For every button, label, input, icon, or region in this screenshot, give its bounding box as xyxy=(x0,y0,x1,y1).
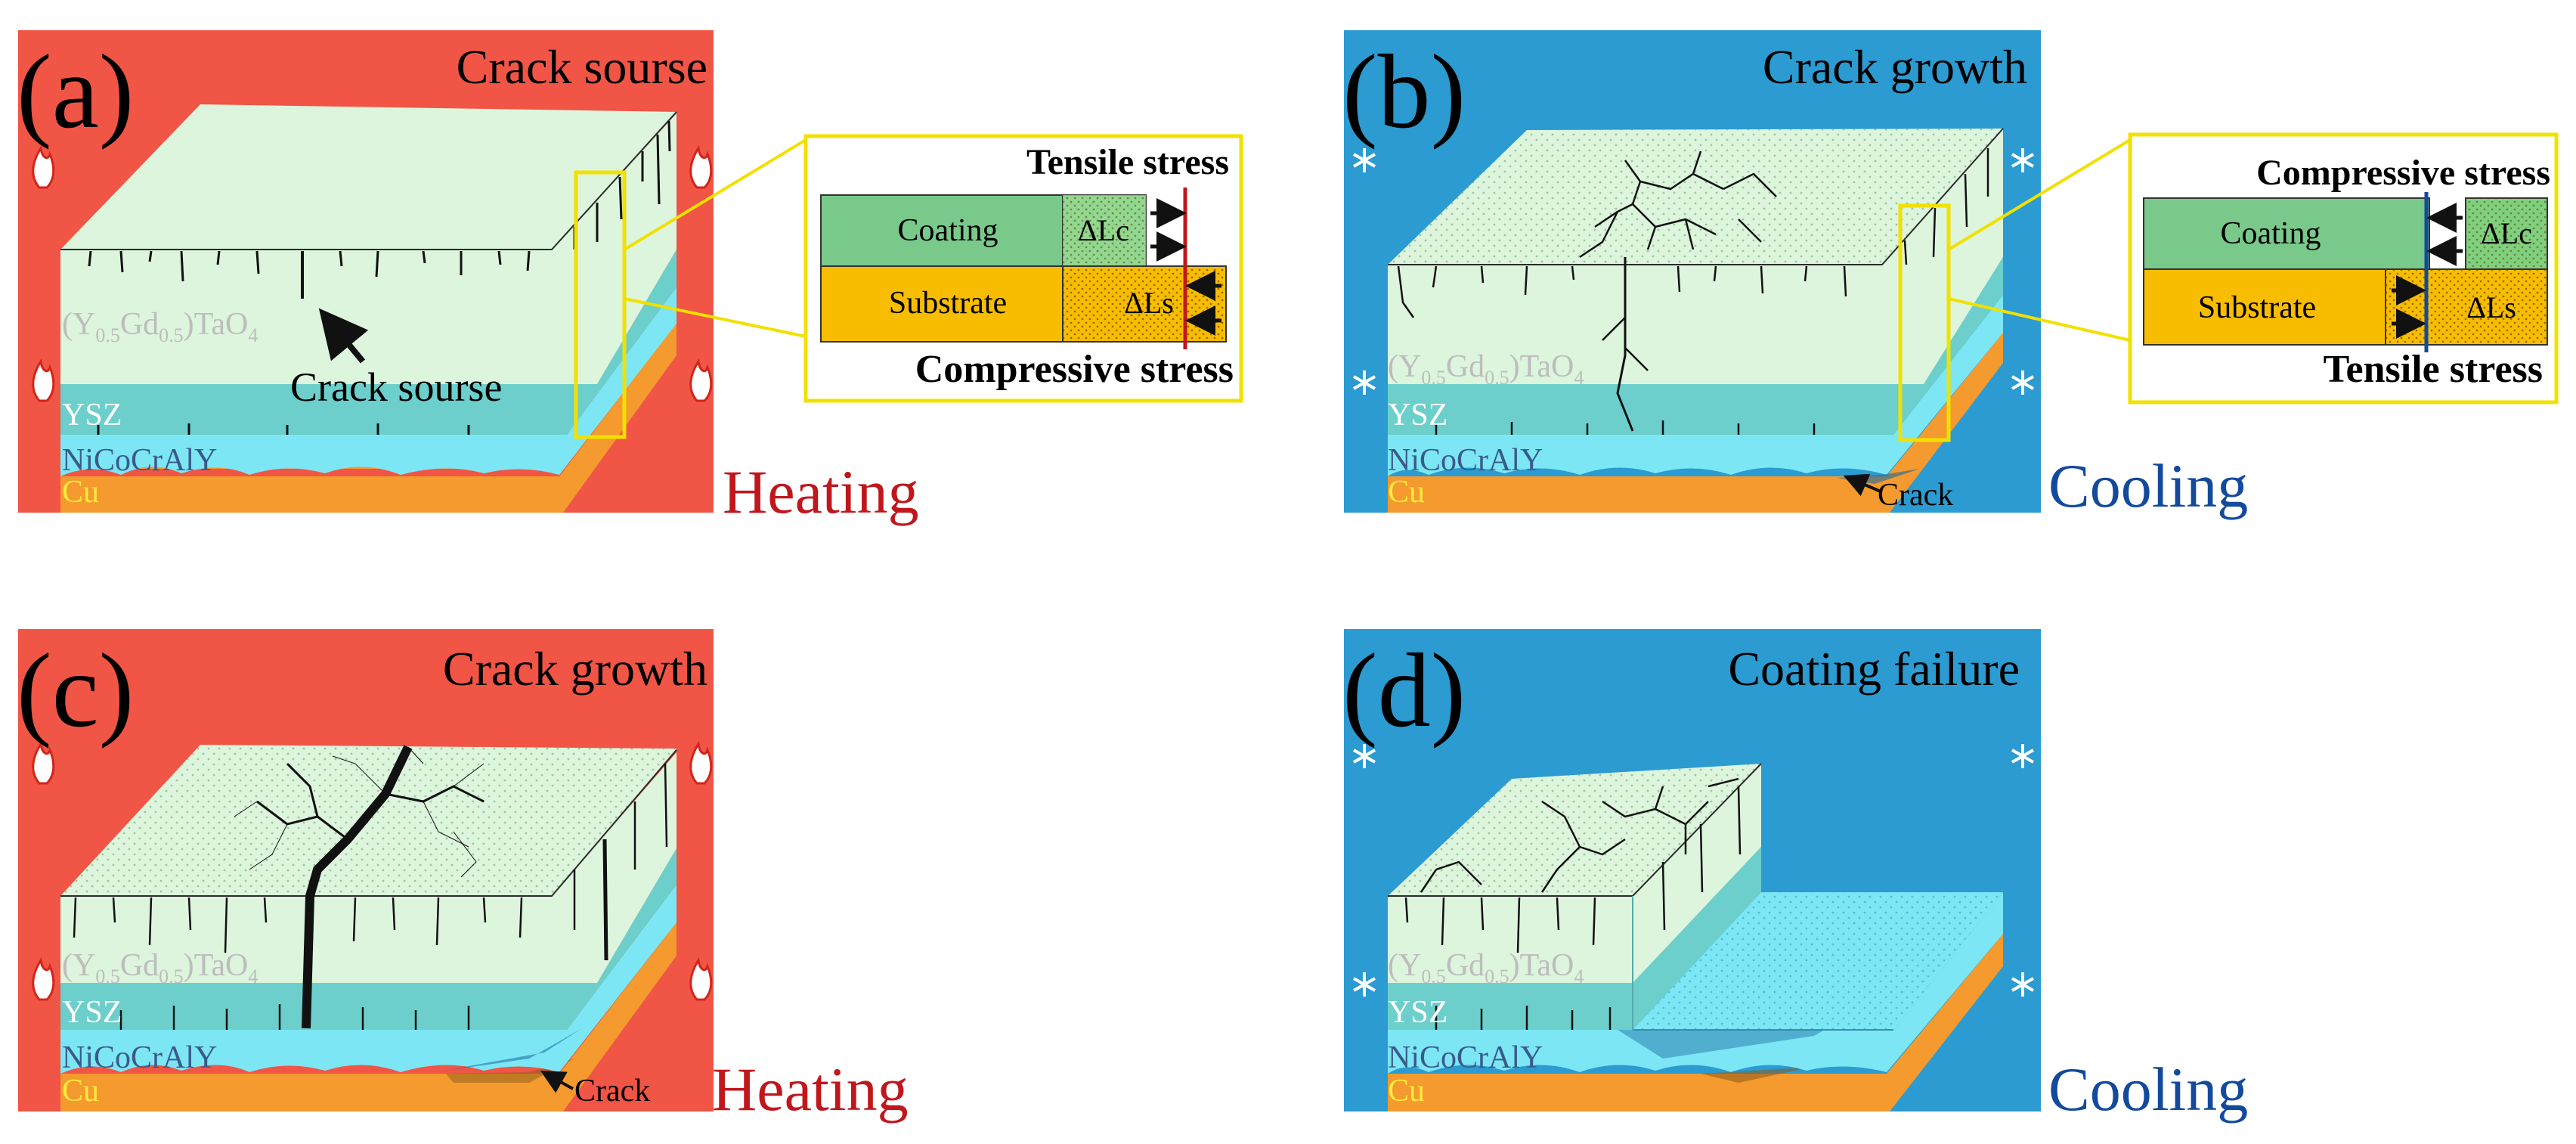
snowflake-icon xyxy=(1353,370,1376,395)
top-coat-front xyxy=(60,113,677,384)
snowflake-icon xyxy=(2011,744,2034,768)
top-coat-label: (Y0.5Gd0.5)TaO4 xyxy=(1388,349,1584,389)
delta-coating-label: ΔLc xyxy=(2481,216,2532,250)
panel-a: (a) Crack sourse (Y0.5Gd0.5)TaO4 YSZ NiC… xyxy=(17,30,1243,526)
panel-letter: (a) xyxy=(17,33,134,150)
ysz-label: YSZ xyxy=(1388,398,1447,432)
ysz-layer xyxy=(1388,847,1761,1030)
top-coat-label: (Y0.5Gd0.5)TaO4 xyxy=(62,948,258,987)
panel-b: (b) Crack growth (Y0.5Gd0.5)TaO4 YSZ NiC… xyxy=(1342,30,2559,520)
substrate-label: Substrate xyxy=(2198,290,2316,325)
mode-label-cooling: Cooling xyxy=(2048,451,2248,520)
mode-label-heating: Heating xyxy=(723,457,919,526)
annotation-arrow xyxy=(318,308,369,364)
flame-icon xyxy=(689,740,713,785)
ysz-layer xyxy=(60,848,677,1030)
top-stress-label: Tensile stress xyxy=(1026,142,1229,182)
panel-title: Crack growth xyxy=(1763,40,2027,94)
snowflake-icon xyxy=(2011,370,2034,395)
annotation-arrow xyxy=(1843,473,1881,497)
bond-coat-layer xyxy=(1388,295,2003,476)
snowflake-icon xyxy=(2011,972,2034,997)
substrate-label: Substrate xyxy=(889,286,1007,321)
zoom-marker xyxy=(1898,203,1951,442)
bond-coat-layer xyxy=(60,885,677,1074)
top-coat-front xyxy=(1388,129,2003,384)
bond-coat-layer xyxy=(1388,892,2003,1074)
bond-coat-label: NiCoCrAlY xyxy=(62,443,217,478)
panel-title: Coating failure xyxy=(1728,642,2020,696)
substrate-box xyxy=(2143,268,2386,346)
panel-title: Crack growth xyxy=(443,642,707,696)
bond-coat-label: NiCoCrAlY xyxy=(62,1040,217,1075)
panel-letter: (b) xyxy=(1342,33,1466,150)
coating-label: Coating xyxy=(2221,216,2321,251)
coating-box xyxy=(2143,197,2430,270)
snowflake-icon xyxy=(1353,148,1376,172)
stress-inset: Compressive stress Coating ΔLc Substrate… xyxy=(2128,132,2559,405)
top-coat-label: (Y0.5Gd0.5)TaO4 xyxy=(1388,948,1584,987)
ysz-layer xyxy=(1388,257,2003,435)
bottom-stress-label: Tensile stress xyxy=(2324,348,2543,391)
copper-layer xyxy=(1388,934,2003,1111)
bond-coat-label: NiCoCrAlY xyxy=(1388,443,1543,478)
ysz-label: YSZ xyxy=(62,995,122,1030)
delta-coating-label: ΔLc xyxy=(1078,213,1129,247)
delta-substrate-label: ΔLs xyxy=(1124,286,1174,320)
coating-label: Coating xyxy=(898,213,999,248)
top-coat-front xyxy=(60,752,677,983)
copper-label: Cu xyxy=(62,475,99,510)
flame-icon xyxy=(689,358,713,402)
crack-source-marks xyxy=(88,120,671,435)
panel-d: (d) Coating failure (Y0.5Gd0.5)TaO4 YSZ … xyxy=(1342,629,2248,1124)
flame-icon xyxy=(32,956,55,1001)
snowflake-icon xyxy=(1353,744,1376,768)
crack-network xyxy=(1397,148,1989,435)
crack-annotation: Crack xyxy=(574,1074,650,1108)
top-coat-top xyxy=(60,104,677,250)
panel-letter: (c) xyxy=(17,632,134,749)
flame-icon xyxy=(32,358,55,402)
copper-label: Cu xyxy=(62,1074,99,1108)
flame-icon xyxy=(689,956,713,1001)
copper-label: Cu xyxy=(1388,1074,1425,1108)
crack-network xyxy=(1404,777,1742,1030)
crack-network xyxy=(73,745,668,1030)
panel-c: (c) Crack growth (Y0.5Gd0.5)TaO4 YSZ NiC… xyxy=(17,629,909,1124)
copper-layer xyxy=(1388,333,2003,513)
flame-icon xyxy=(32,144,55,189)
top-coat-label: (Y0.5Gd0.5)TaO4 xyxy=(62,307,258,346)
annotation-arrow xyxy=(540,1071,574,1093)
mode-label-cooling: Cooling xyxy=(2048,1055,2248,1124)
crack-source-annotation: Crack sourse xyxy=(290,364,502,410)
copper-layer xyxy=(60,324,677,513)
flame-icon xyxy=(32,740,55,785)
coating-box xyxy=(820,194,1064,267)
ysz-label: YSZ xyxy=(62,398,122,432)
bond-coat-label: NiCoCrAlY xyxy=(1388,1040,1543,1075)
panel-letter: (d) xyxy=(1342,632,1466,749)
flame-icon xyxy=(689,144,713,189)
bond-coat-layer xyxy=(60,287,677,476)
top-coat-front xyxy=(1388,764,1761,983)
copper-label: Cu xyxy=(1388,475,1425,510)
crack-annotation: Crack xyxy=(1878,478,1953,513)
substrate-box xyxy=(820,265,1064,343)
mode-label-heating: Heating xyxy=(712,1055,909,1124)
ysz-layer xyxy=(60,250,677,435)
zoom-marker xyxy=(574,170,627,439)
delta-substrate-label: ΔLs xyxy=(2466,290,2516,324)
top-stress-label: Compressive stress xyxy=(2256,153,2550,193)
ysz-label: YSZ xyxy=(1388,995,1447,1030)
bottom-stress-label: Compressive stress xyxy=(915,348,1234,391)
panel-title: Crack sourse xyxy=(457,40,707,94)
snowflake-icon xyxy=(2011,148,2034,172)
snowflake-icon xyxy=(1353,972,1376,997)
stress-inset: Tensile stress Coating ΔLc Substrate ΔLs… xyxy=(803,134,1243,403)
copper-layer xyxy=(60,922,677,1111)
